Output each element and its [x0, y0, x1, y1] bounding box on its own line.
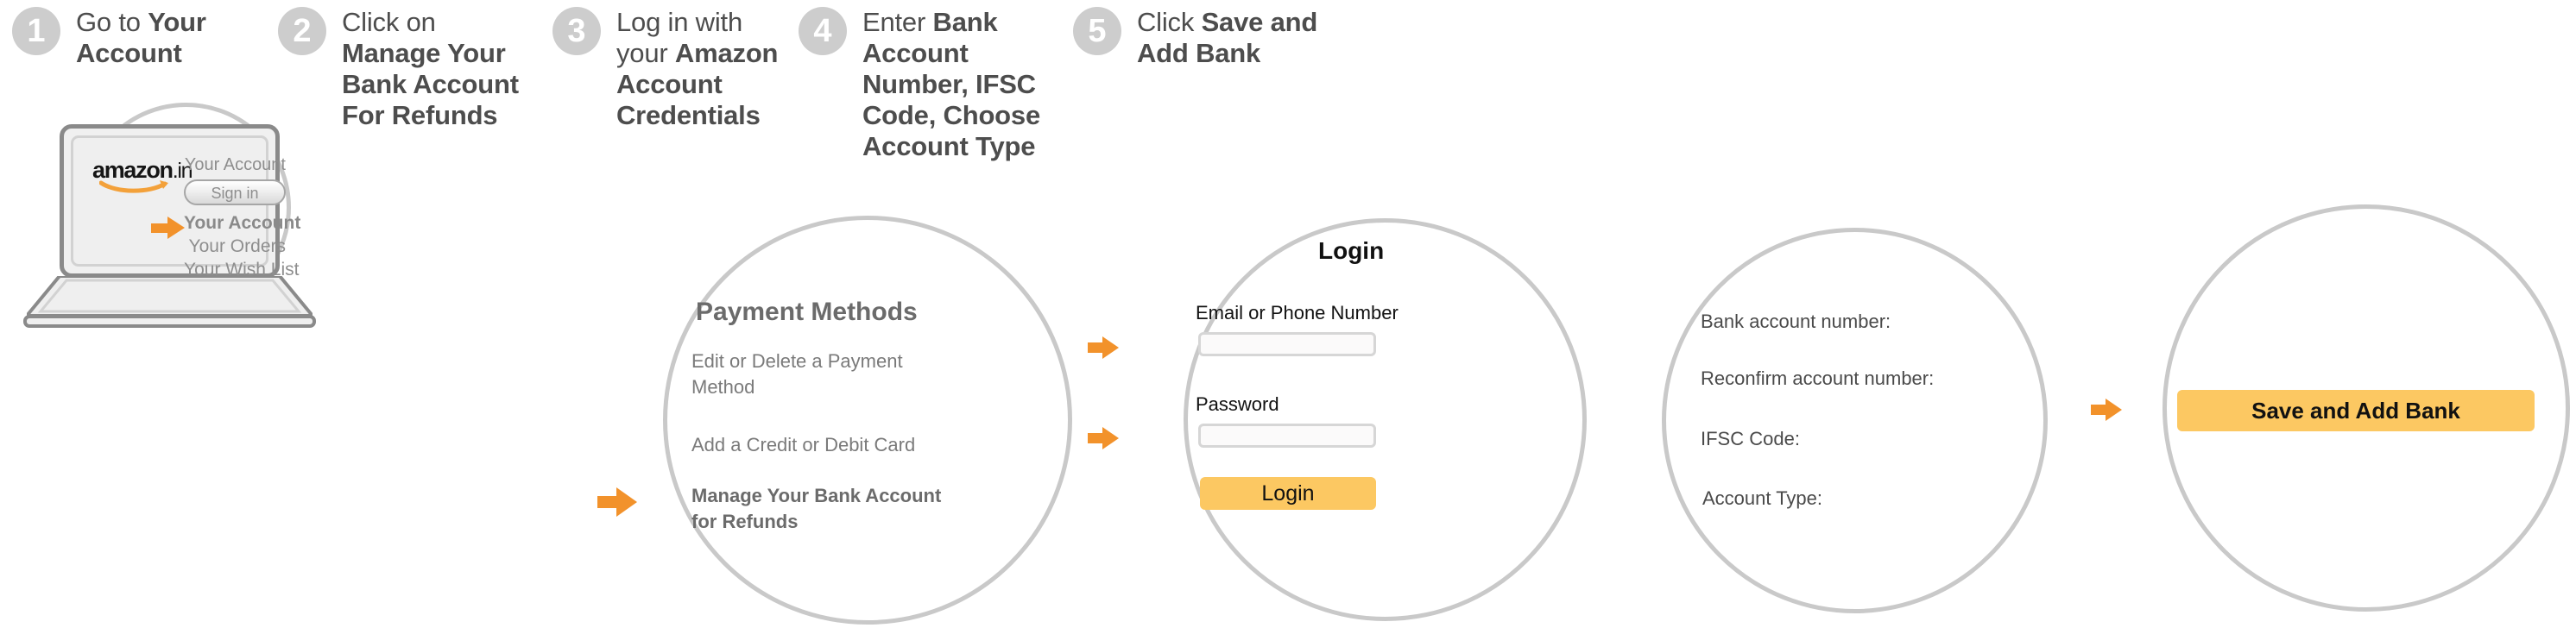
step-badge-2: 2	[278, 7, 326, 55]
step-title-3-prefix: Log in with your	[616, 7, 743, 68]
laptop-account-menu: Your Account Sign in Your Account Your O…	[184, 154, 301, 281]
password-input[interactable]	[1198, 424, 1376, 448]
laptop-base-shape	[27, 276, 313, 317]
save-and-add-bank-button[interactable]: Save and Add Bank	[2177, 390, 2535, 431]
step-header-2: 2 Click on Manage Your Bank Account For …	[278, 7, 528, 131]
payment-methods-item-edit-delete-line1: Edit or Delete a Payment	[691, 350, 903, 372]
ifsc-code-label: IFSC Code:	[1701, 428, 1800, 449]
arrow-head	[167, 217, 185, 239]
amazon-wordmark: amazon	[92, 157, 174, 183]
amazon-tld: .in	[172, 159, 193, 183]
step-header-5: 5 Click Save and Add Bank	[1073, 7, 1323, 69]
arrow-shaft	[597, 496, 620, 508]
amazon-smile-icon	[99, 180, 168, 193]
amazon-logo: amazon.in	[92, 157, 193, 194]
email-or-phone-input[interactable]	[1198, 332, 1376, 356]
step-title-3-strong: Amazon Account Credentials	[616, 38, 779, 130]
laptop-illustration: amazon.in Your Account Sign in Your Acco…	[23, 124, 316, 328]
arrow-step-2-to-3-upper-icon	[1088, 336, 1119, 359]
sign-in-button[interactable]: Sign in	[184, 179, 286, 205]
step-badge-3: 3	[552, 7, 601, 55]
step-title-2-prefix: Click on	[342, 7, 436, 37]
login-form-title: Login	[1318, 237, 1385, 264]
account-type-label: Account Type:	[1702, 487, 1823, 509]
payment-methods-title: Payment Methods	[696, 298, 918, 326]
payment-methods-item-manage-bank-line2: for Refunds	[691, 511, 799, 532]
step-header-3: 3 Log in with your Amazon Account Creden…	[552, 7, 786, 131]
arrow-step-4-to-5-icon	[2091, 399, 2122, 421]
step-header-4: 4 Enter Bank Account Number, IFSC Code, …	[799, 7, 1058, 162]
email-or-phone-label: Email or Phone Number	[1196, 302, 1398, 323]
step-title-1: Go to Your Account	[76, 7, 271, 69]
laptop-pointer-arrow-icon	[151, 217, 186, 239]
password-label: Password	[1196, 393, 1279, 415]
arrow-shaft	[151, 223, 170, 233]
step-title-5-strong: Save and Add Bank	[1137, 7, 1318, 68]
step-title-4-strong: Bank Account Number, IFSC Code, Choose A…	[862, 7, 1041, 161]
arrow-shaft	[1088, 342, 1105, 353]
payment-methods-item-manage-bank: Manage Your Bank Account for Refunds	[691, 483, 941, 535]
amazon-logo-text: amazon.in	[92, 157, 193, 183]
arrow-head	[1102, 427, 1119, 449]
laptop-menu-item-your-orders[interactable]: Your Orders	[188, 236, 286, 256]
arrow-head	[616, 487, 637, 517]
reconfirm-account-number-label: Reconfirm account number:	[1701, 367, 1935, 389]
payment-methods-item-edit-delete-line2: Method	[691, 376, 755, 398]
step-title-2-strong: Manage Your Bank Account For Refunds	[342, 38, 519, 130]
arrow-step-2-to-3-lower-icon	[1088, 427, 1119, 449]
step-title-1-strong: Your Account	[76, 7, 206, 68]
payment-methods-item-edit-delete: Edit or Delete a Payment Method	[691, 349, 903, 400]
step-header-1: 1 Go to Your Account	[12, 7, 271, 69]
laptop-your-account-heading: Your Account	[184, 155, 286, 174]
laptop-foot	[23, 315, 316, 328]
laptop-lid: amazon.in Your Account Sign in Your Acco…	[60, 124, 300, 279]
panel-4-circle	[1662, 228, 2048, 613]
step-title-2: Click on Manage Your Bank Account For Re…	[342, 7, 528, 131]
laptop-menu-item-your-wish-list[interactable]: Your Wish List	[184, 260, 300, 279]
step-title-4: Enter Bank Account Number, IFSC Code, Ch…	[862, 7, 1058, 162]
panel-2-circle	[663, 216, 1072, 625]
arrow-shaft	[1088, 433, 1105, 443]
payment-methods-item-manage-bank-line1: Manage Your Bank Account	[691, 485, 942, 506]
laptop-screen: amazon.in Your Account Sign in Your Acco…	[71, 135, 300, 279]
laptop-menu-item-your-account[interactable]: Your Account	[184, 213, 301, 233]
payment-methods-item-add-card: Add a Credit or Debit Card	[691, 432, 915, 458]
step-title-5-prefix: Click	[1137, 7, 1202, 37]
step-badge-5: 5	[1073, 7, 1121, 55]
panel-5-circle	[2162, 204, 2570, 612]
step-title-4-prefix: Enter	[862, 7, 933, 37]
arrow-head	[2106, 399, 2122, 421]
bank-account-number-label: Bank account number:	[1701, 311, 1891, 332]
arrow-shaft	[2091, 405, 2108, 415]
payment-methods-item-add-card-line1: Add a Credit or Debit Card	[691, 434, 916, 455]
step-title-3: Log in with your Amazon Account Credenti…	[616, 7, 786, 131]
step-title-5: Click Save and Add Bank	[1137, 7, 1323, 69]
login-button[interactable]: Login	[1200, 477, 1376, 510]
step-badge-1: 1	[12, 7, 60, 55]
arrow-head	[1102, 336, 1119, 359]
arrow-step-1-to-2-icon	[597, 487, 637, 517]
panel-3-circle	[1184, 218, 1587, 621]
step-title-1-prefix: Go to	[76, 7, 148, 37]
step-badge-4: 4	[799, 7, 847, 55]
